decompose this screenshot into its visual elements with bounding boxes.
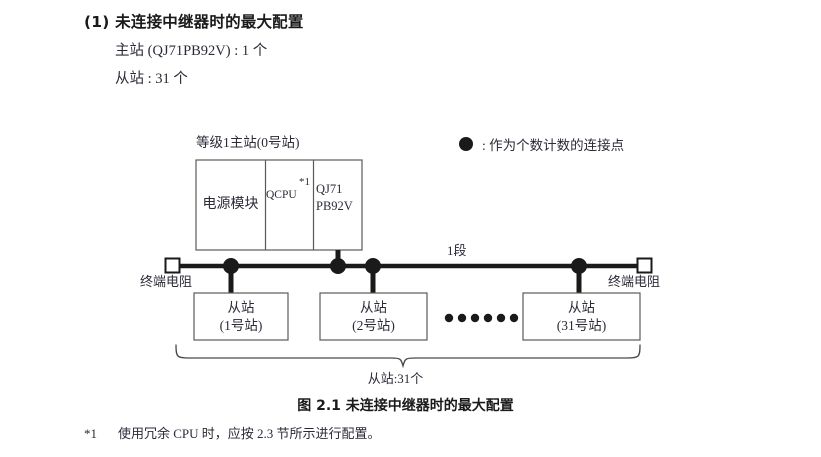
connection-dot-slave-2 bbox=[365, 258, 381, 274]
slave-31-name: 从站 bbox=[568, 299, 595, 315]
network-module-label: QJ71 PB92V bbox=[316, 181, 353, 215]
terminator-left-icon bbox=[164, 257, 181, 274]
slave-1-label: 从站 (1号站) bbox=[194, 293, 288, 340]
terminator-right-label: 终端电阻 bbox=[608, 274, 661, 289]
connection-dot-slave-31 bbox=[571, 258, 587, 274]
footnote: *1 使用冗余 CPU 时，应按 2.3 节所示进行配置。 bbox=[84, 423, 381, 442]
slave-31-label: 从站 (31号站) bbox=[523, 293, 640, 340]
legend-label: : 作为个数计数的连接点 bbox=[482, 138, 625, 153]
slave-2-name: 从站 bbox=[360, 299, 387, 315]
ellipsis-dots-icon bbox=[444, 313, 519, 323]
slave-2-station: (2号站) bbox=[352, 317, 395, 333]
footnote-text: 使用冗余 CPU 时，应按 2.3 节所示进行配置。 bbox=[118, 426, 381, 441]
spec-line-master: 主站 (QJ71PB92V) : 1 个 bbox=[115, 43, 268, 59]
master-rack-box bbox=[195, 159, 363, 251]
network-module-line2: PB92V bbox=[316, 198, 353, 213]
network-module-line1: QJ71 bbox=[316, 182, 343, 196]
slave-count-label: 从站:31个 bbox=[0, 371, 821, 386]
slave-count-text: 从站:31个 bbox=[367, 371, 424, 386]
connection-dot-master bbox=[330, 258, 346, 274]
heading-block: (1) 未连接中继器时的最大配置 主站 (QJ71PB92V) : 1 个 从站… bbox=[84, 10, 684, 88]
page-title: (1) 未连接中继器时的最大配置 bbox=[84, 10, 684, 32]
legend-dot-icon bbox=[459, 137, 473, 151]
slave-1-name: 从站 bbox=[227, 299, 255, 315]
terminator-right-icon bbox=[636, 257, 653, 274]
power-module-label: 电源模块 bbox=[202, 196, 259, 212]
slave-count-brace bbox=[175, 344, 641, 369]
master-group-label: 等级1主站(0号站) bbox=[196, 135, 300, 150]
figure-caption-text: 图 2.1 未连接中继器时的最大配置 bbox=[297, 398, 514, 414]
connection-dot-slave-1 bbox=[223, 258, 239, 274]
slave-31-station: (31号站) bbox=[556, 317, 607, 333]
segment-label: 1段 bbox=[447, 243, 467, 258]
slave-2-label: 从站 (2号站) bbox=[320, 293, 427, 340]
figure-caption: 图 2.1 未连接中继器时的最大配置 bbox=[0, 395, 821, 415]
section-number: (1) bbox=[84, 13, 110, 31]
terminator-left-label: 终端电阻 bbox=[140, 274, 193, 289]
slave-2-box bbox=[319, 292, 428, 341]
slave-1-box bbox=[193, 292, 289, 341]
footnote-mark: *1 bbox=[84, 426, 97, 441]
slave-1-station: (1号站) bbox=[219, 317, 263, 333]
spec-line-slave: 从站 : 31 个 bbox=[115, 71, 188, 87]
cpu-footnote-mark: *1 bbox=[299, 176, 310, 188]
cpu-module-label: QCPU bbox=[266, 189, 297, 201]
section-title: 未连接中继器时的最大配置 bbox=[115, 13, 304, 31]
slave-31-box bbox=[522, 292, 641, 341]
